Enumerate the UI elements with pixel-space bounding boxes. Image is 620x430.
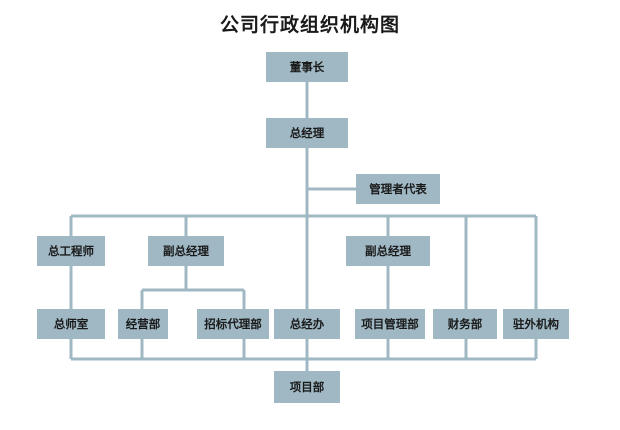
node-chief-engineer-office: 总师室: [37, 309, 105, 339]
node-chairman: 董事长: [266, 52, 348, 82]
node-project-mgmt-dept: 项目管理部: [355, 309, 425, 339]
chart-title: 公司行政组织机构图: [219, 14, 400, 36]
node-finance-dept: 财务部: [433, 309, 497, 339]
node-deputy-gm-2: 副总经理: [346, 236, 430, 266]
node-deputy-gm-1: 副总经理: [148, 236, 224, 266]
node-field-offices: 驻外机构: [503, 309, 569, 339]
node-tender-agency-dept: 招标代理部: [197, 309, 269, 339]
node-general-manager: 总经理: [266, 118, 348, 148]
node-manager-representative: 管理者代表: [356, 174, 440, 204]
node-gm-office: 总经办: [274, 309, 340, 339]
node-operations-dept: 经营部: [118, 309, 168, 339]
node-project-dept: 项目部: [274, 371, 340, 403]
node-chief-engineer: 总工程师: [37, 236, 105, 266]
